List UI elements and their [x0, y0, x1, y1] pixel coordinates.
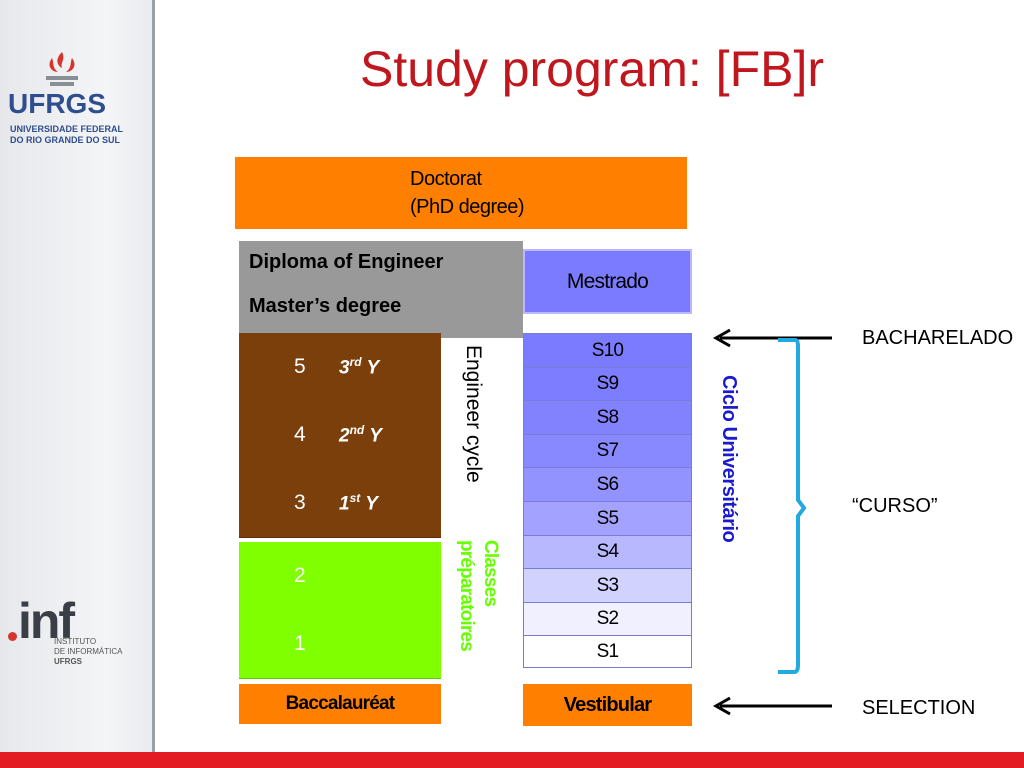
- year-number: 5: [294, 355, 306, 378]
- year-ordinal: 3rd Y: [339, 355, 380, 379]
- diploma-box: Diploma of Engineer Master’s degree: [239, 241, 523, 338]
- semester-s1: S1: [523, 636, 692, 668]
- year-number: 3: [294, 491, 306, 514]
- phd-degree-label: (PhD degree): [410, 196, 525, 218]
- ufrgs-name-line-1: UNIVERSIDADE FEDERAL: [10, 124, 124, 134]
- masters-degree-label: Master’s degree: [249, 295, 402, 317]
- page-title: Study program: [FB]r: [359, 41, 825, 97]
- semester-s7: S7: [523, 435, 692, 468]
- ciclo-universitario-label: Ciclo Universitário: [718, 375, 740, 543]
- mestrado-box: Mestrado: [523, 249, 692, 314]
- curso-bracket: [778, 338, 807, 674]
- ufrgs-logo: UFRGS: [8, 88, 106, 119]
- engineer-cycle-label: Engineer cycle: [462, 345, 485, 483]
- year-number: 4: [294, 423, 306, 446]
- semester-s8: S8: [523, 401, 692, 435]
- year-number: 1: [294, 632, 306, 655]
- bacharelado-label: BACHARELADO: [852, 323, 1022, 353]
- doctorat-box: Doctorat (PhD degree): [235, 157, 687, 229]
- doctorat-label: Doctorat: [410, 168, 482, 190]
- ufrgs-flame-icon: [46, 52, 78, 86]
- inf-name-line-2: DE INFORMÁTICA: [54, 647, 123, 656]
- selection-label: SELECTION: [852, 693, 1000, 723]
- classes-preparatoires-label: Classes préparatoires: [456, 540, 501, 652]
- semester-s2: S2: [523, 603, 692, 636]
- year-number: 2: [294, 564, 306, 587]
- sidebar: UFRGS UNIVERSIDADE FEDERAL DO RIO GRANDE…: [0, 0, 155, 752]
- curso-label: “CURSO”: [852, 495, 938, 517]
- diploma-of-engineer-label: Diploma of Engineer: [249, 251, 444, 273]
- inf-logo-dot: [8, 632, 17, 641]
- connectors: [712, 328, 832, 716]
- inf-name-line-1: INSTITUTO: [54, 637, 97, 646]
- selection-arrow: [712, 696, 832, 716]
- semester-s9: S9: [523, 368, 692, 401]
- semester-s5: S5: [523, 502, 692, 536]
- inf-name-line-3: UFRGS: [54, 657, 82, 666]
- semester-s3: S3: [523, 569, 692, 603]
- semester-s4: S4: [523, 536, 692, 569]
- year-ordinal: 1st Y: [339, 491, 378, 515]
- inf-logo: inf: [18, 593, 75, 649]
- baccalaureat-box: Baccalauréat: [239, 684, 441, 724]
- year-ordinal: 2nd Y: [339, 423, 382, 447]
- year-box-4: 4 2nd Y: [239, 401, 441, 470]
- ufrgs-name-line-2: DO RIO GRANDE DO SUL: [10, 135, 121, 145]
- prep-year-box-2: 2: [239, 542, 441, 611]
- year-box-5: 5 3rd Y: [239, 333, 441, 402]
- prep-year-box-1: 1: [239, 610, 441, 679]
- bacharelado-arrow: [712, 328, 832, 348]
- year-box-3: 3 1st Y: [239, 469, 441, 538]
- semester-s6: S6: [523, 468, 692, 502]
- vestibular-box: Vestibular: [523, 684, 692, 726]
- semester-s10: S10: [523, 333, 692, 368]
- bottom-bar: [0, 752, 1024, 768]
